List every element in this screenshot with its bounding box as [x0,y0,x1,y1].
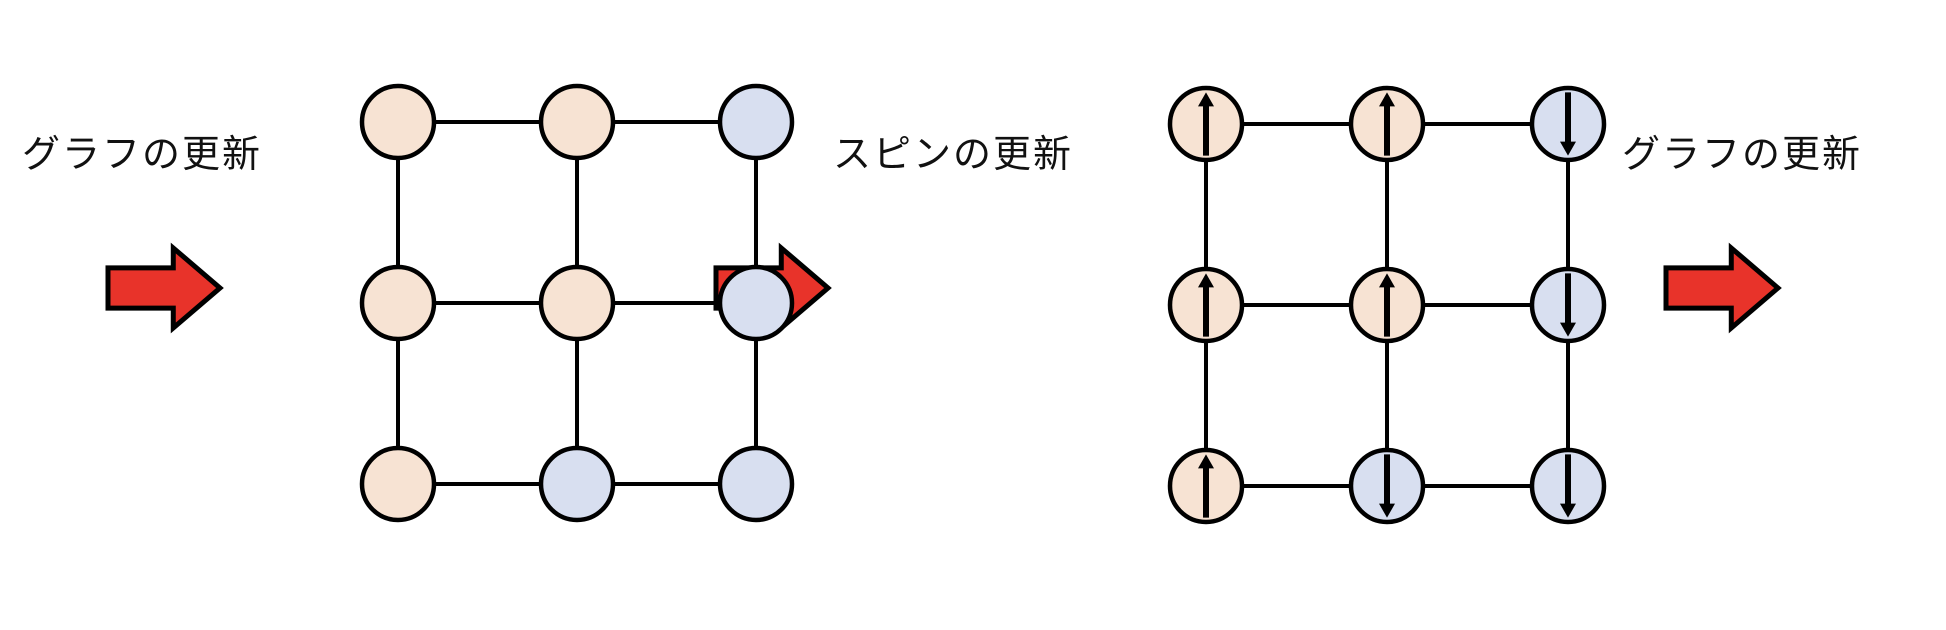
graph-lattice-nodes [359,83,795,523]
spin-down-arrow-icon [1560,454,1576,518]
lattice-node[interactable] [359,445,437,523]
step-label-2: スピンの更新 [833,134,1074,176]
lattice-node[interactable] [1529,447,1607,525]
spin-up-arrow-icon [1379,273,1395,337]
lattice-node[interactable] [359,264,437,342]
right-arrow-icon [105,242,224,334]
lattice-node[interactable] [1529,266,1607,344]
node-spin-down[interactable] [717,264,795,342]
spin-down-arrow-icon [1560,273,1576,337]
lattice-node[interactable] [538,445,616,523]
node-spin-up[interactable] [359,264,437,342]
lattice-node[interactable] [1348,85,1426,163]
lattice-node[interactable] [1529,85,1607,163]
spin-lattice-nodes [1167,85,1607,525]
graph-lattice [352,76,802,530]
arrow-shape [105,242,224,334]
lattice-node[interactable] [1167,266,1245,344]
step-label-1: グラフの更新 [22,134,263,176]
spin-up-arrow-icon [1198,92,1214,156]
node-spin-up[interactable] [359,445,437,523]
spin-up-arrow-icon [1198,273,1214,337]
node-spin-up[interactable] [538,83,616,161]
spin-up-arrow-icon [1379,92,1395,156]
lattice-node[interactable] [1167,85,1245,163]
lattice-node[interactable] [1348,266,1426,344]
arrow-shape [1663,242,1782,334]
lattice-node[interactable] [717,83,795,161]
spin-down-arrow-icon [1379,454,1395,518]
node-spin-down[interactable] [538,445,616,523]
step-label-3: グラフの更新 [1622,134,1863,176]
lattice-node[interactable] [538,83,616,161]
spin-down-arrow-icon [1560,92,1576,156]
spin-up-arrow-icon [1198,454,1214,518]
lattice-node[interactable] [717,445,795,523]
node-spin-down[interactable] [717,445,795,523]
node-spin-up[interactable] [359,83,437,161]
lattice-node[interactable] [1167,447,1245,525]
lattice-node[interactable] [1348,447,1426,525]
right-arrow-icon [1663,242,1782,334]
node-spin-up[interactable] [538,264,616,342]
spin-lattice [1160,78,1614,532]
lattice-node[interactable] [717,264,795,342]
node-spin-down[interactable] [717,83,795,161]
lattice-node[interactable] [538,264,616,342]
lattice-node[interactable] [359,83,437,161]
